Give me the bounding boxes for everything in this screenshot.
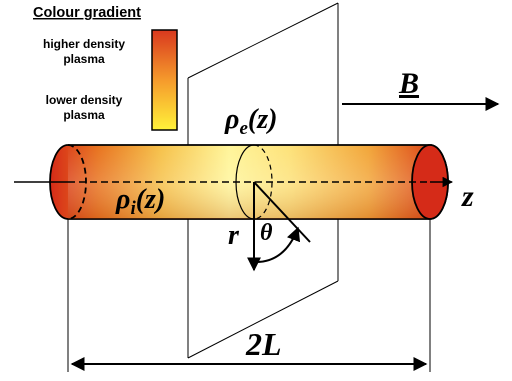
z-axis: z: [14, 176, 474, 213]
legend-low-label-line2: plasma: [63, 108, 105, 122]
legend-title: Colour gradient: [33, 5, 141, 21]
rho-i-label: ρi(z): [115, 184, 165, 219]
rho-i-symbol: ρ: [115, 184, 130, 215]
b-field-label: B: [398, 67, 419, 100]
length-label: 2L: [245, 326, 282, 362]
radius-label: r: [228, 220, 240, 251]
legend-gradient-bar: [151, 29, 178, 131]
rho-e-symbol: ρ: [224, 104, 239, 135]
legend-high-label-line2: plasma: [63, 52, 105, 66]
magnetic-field-indicator: B: [342, 67, 500, 111]
rho-e-subscript: e: [239, 118, 248, 139]
rho-e-label: ρe(z): [224, 104, 277, 139]
rho-e-argument: (z): [248, 104, 278, 135]
z-axis-label: z: [461, 180, 474, 213]
length-dimension: 2L: [67, 219, 431, 372]
theta-label: θ: [260, 220, 273, 246]
polar-coordinates: r θ: [228, 181, 311, 272]
colour-gradient-legend: Colour gradient higher density plasma lo…: [33, 5, 178, 131]
rho-i-argument: (z): [136, 184, 166, 215]
legend-low-label-line1: lower density: [46, 93, 123, 107]
legend-high-label-line1: higher density: [43, 37, 125, 51]
theta-arc: [255, 226, 301, 263]
rho-i-subscript: i: [130, 198, 136, 219]
